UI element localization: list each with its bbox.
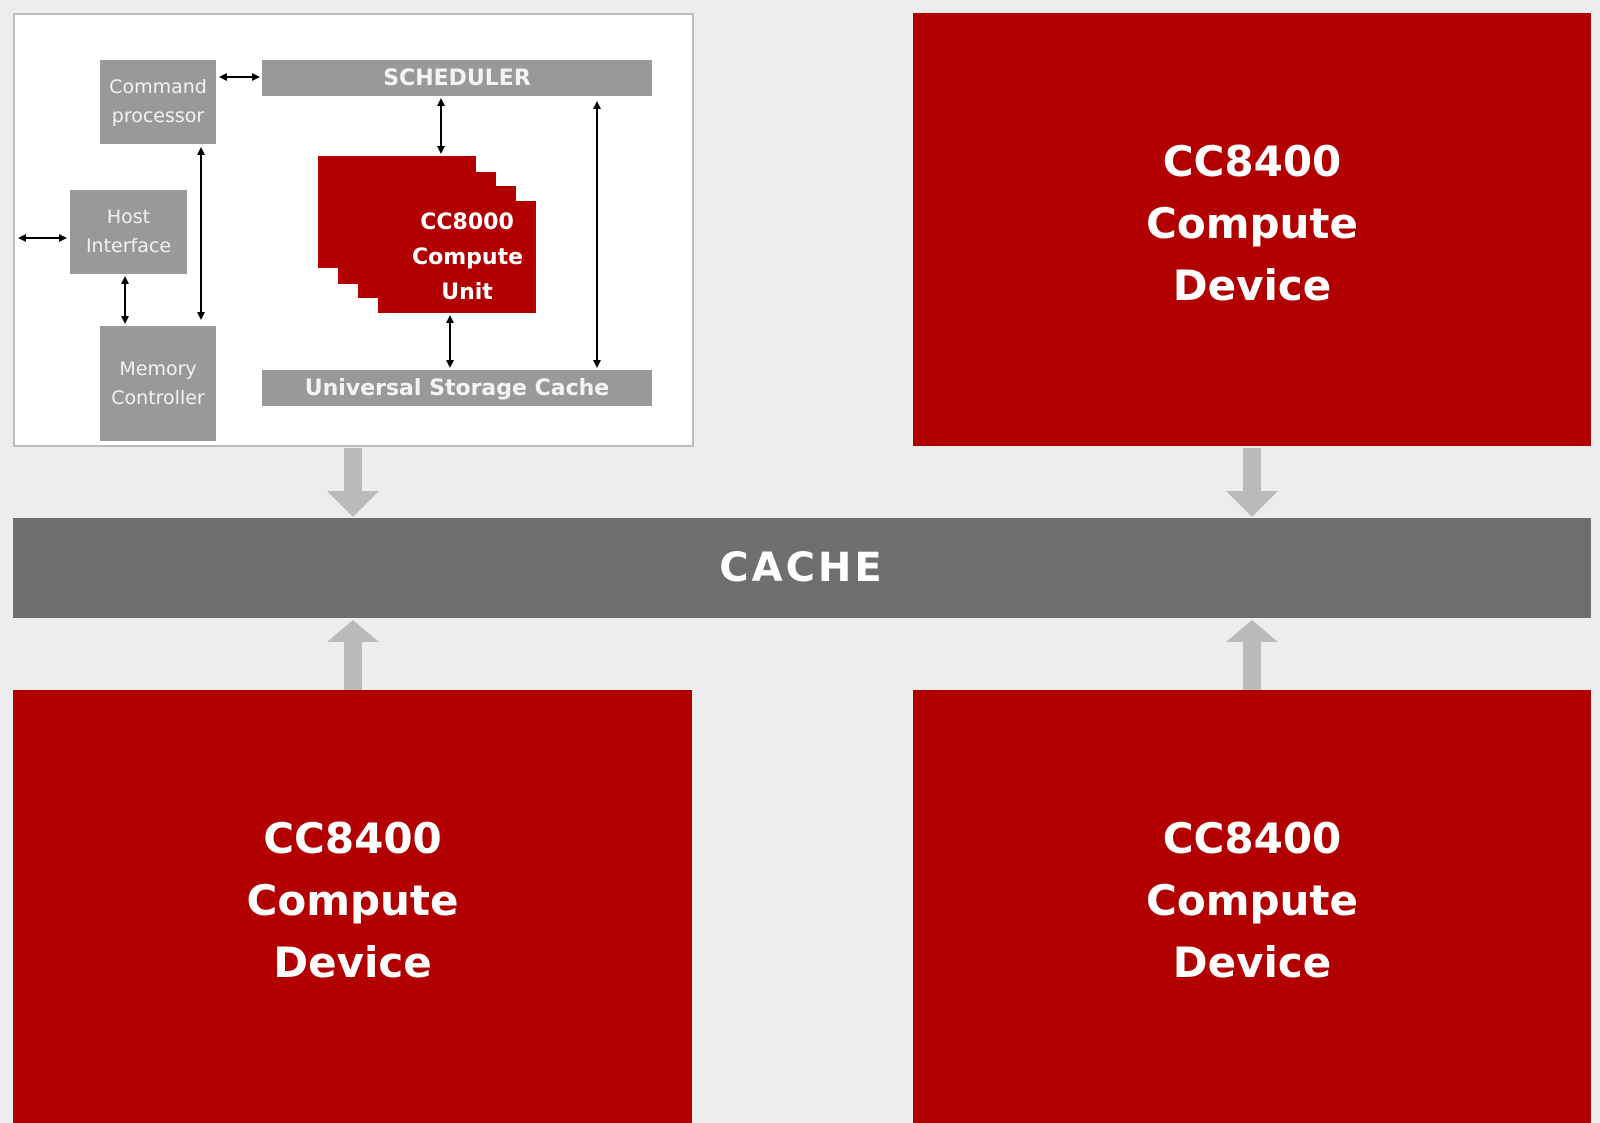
device-type-label: Compute <box>1146 199 1358 248</box>
cache-label: CACHE <box>719 545 885 591</box>
compute-device-top-right: CC8400 Compute Device <box>913 13 1591 446</box>
cache-bar: CACHE <box>13 518 1591 618</box>
device-kind-label: Device <box>273 938 432 987</box>
memory-controller-label: Memory Controller <box>111 357 205 409</box>
device-model-label: CC8400 <box>1162 137 1342 186</box>
bottom-left-to-cache-arrow <box>327 620 379 690</box>
device-model-label: CC8400 <box>1162 814 1342 863</box>
universal-storage-cache-label: Universal Storage Cache <box>304 375 610 401</box>
host-interface-label: Host Interface <box>85 206 172 257</box>
compute-device-bottom-right: CC8400 Compute Device <box>913 690 1591 1123</box>
scheduler-bar: SCHEDULER <box>262 60 652 96</box>
top-right-to-cache-arrow <box>1226 448 1278 517</box>
host-interface-block: Host Interface <box>70 190 187 274</box>
connector-arrows <box>18 73 1278 690</box>
compute-unit-label: CC8000 Compute Unit <box>412 209 524 305</box>
compute-unit-card-front: CC8000 Compute Unit <box>378 201 536 313</box>
command-processor-block: Command processor <box>100 60 216 144</box>
scheduler-label: SCHEDULER <box>383 65 531 91</box>
device-model-label: CC8400 <box>263 814 442 863</box>
memory-controller-block: Memory Controller <box>100 326 216 441</box>
bottom-right-to-cache-arrow <box>1226 620 1278 690</box>
device-kind-label: Device <box>1172 261 1332 310</box>
universal-storage-cache-bar: Universal Storage Cache <box>262 370 652 406</box>
command-processor-label: Command processor <box>109 76 207 127</box>
device-type-label: Compute <box>246 876 459 925</box>
device-kind-label: Device <box>1172 938 1332 987</box>
device-type-label: Compute <box>1146 876 1358 925</box>
top-left-to-cache-arrow <box>327 448 379 517</box>
compute-device-bottom-left: CC8400 Compute Device <box>13 690 692 1123</box>
